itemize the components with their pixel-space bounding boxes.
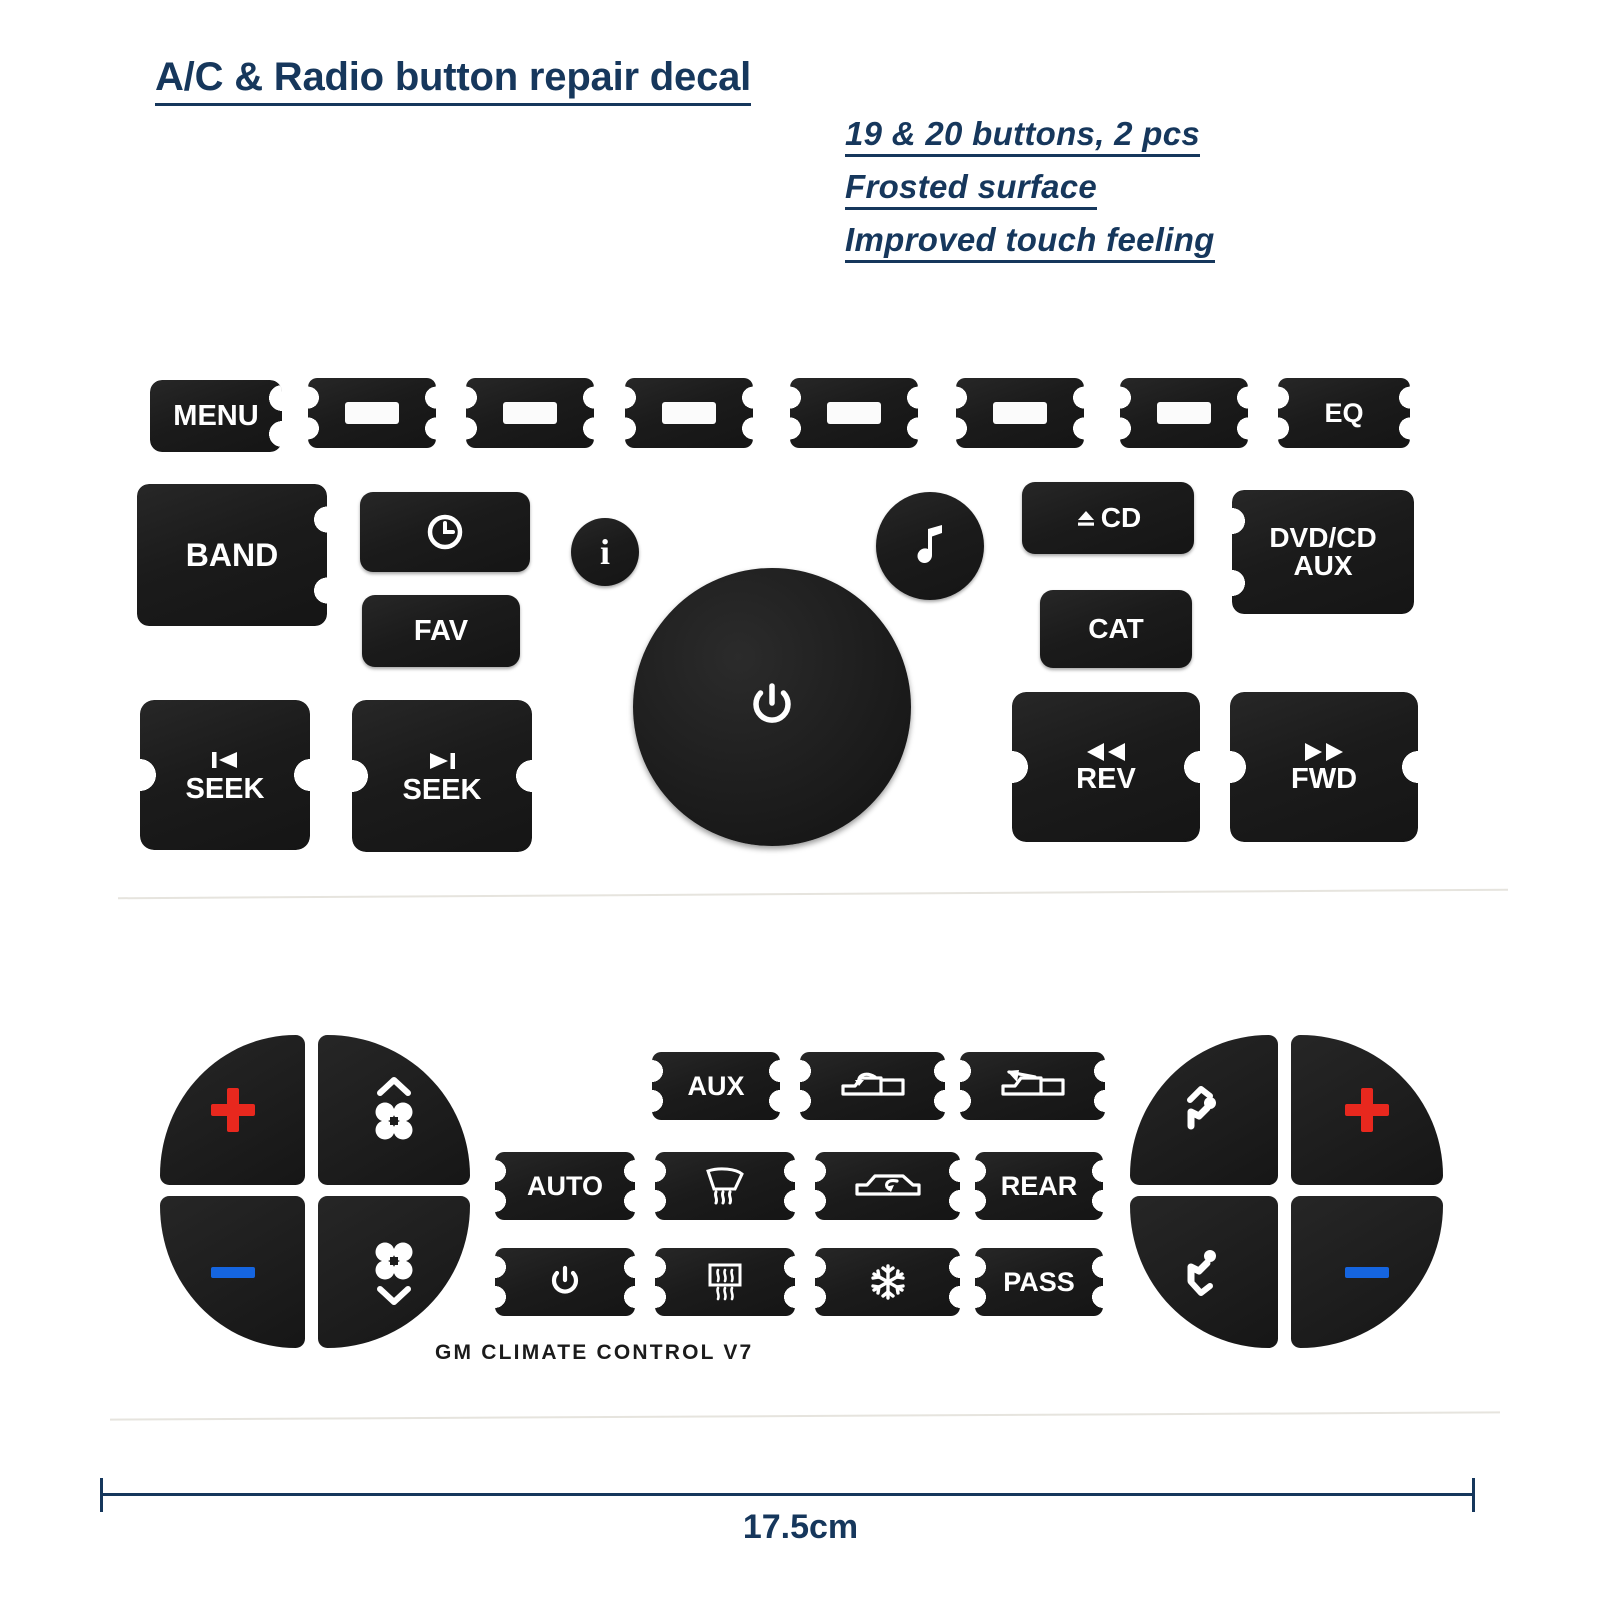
eq-label: EQ [1324, 397, 1364, 428]
climate-button-truck-recirculate[interactable] [800, 1052, 945, 1120]
climate-button-suv-recirculate[interactable] [815, 1152, 960, 1220]
climate-button-front-defrost[interactable] [655, 1152, 795, 1220]
cat-label: CAT [1088, 613, 1144, 644]
radio-button-cat[interactable]: CAT [1040, 590, 1192, 668]
suv-recirculate-icon [851, 1168, 925, 1204]
info-icon: i [599, 532, 610, 572]
aux-label: AUX [687, 1070, 745, 1101]
truck-fresh-air-icon [995, 1068, 1071, 1104]
climate-button-ac-snowflake[interactable] [815, 1248, 960, 1316]
seek-back-label: SEEK [185, 772, 265, 805]
radio-button-clock[interactable] [360, 492, 530, 572]
climate-button-pass[interactable]: PASS [975, 1248, 1103, 1316]
truck-recirculate-icon [835, 1068, 911, 1104]
fast-forward-icon [1299, 740, 1349, 764]
radio-preset-5[interactable] [956, 378, 1084, 448]
feature-line-3: Improved touch feeling [845, 221, 1215, 263]
cd-label: CD [1100, 502, 1142, 533]
radio-button-eq[interactable]: EQ [1278, 378, 1410, 448]
climate-right-temp-up[interactable] [1291, 1035, 1443, 1185]
radio-button-fwd[interactable]: FWD [1230, 692, 1418, 842]
radio-preset-2[interactable] [466, 378, 594, 448]
pass-label: PASS [1003, 1266, 1075, 1297]
clock-icon [425, 512, 465, 552]
climate-button-rear[interactable]: REAR [975, 1152, 1103, 1220]
front-defrost-icon [702, 1165, 748, 1207]
climate-right-seat-airflow-down[interactable] [1130, 1196, 1278, 1348]
radio-button-seek-back[interactable]: SEEK [140, 700, 310, 850]
dvd-label-line2: AUX [1293, 550, 1353, 581]
fwd-label: FWD [1290, 763, 1358, 795]
rewind-icon [1081, 740, 1131, 764]
seat-airflow-up-icon [1177, 1082, 1231, 1138]
minus-icon [210, 1266, 255, 1278]
radio-button-menu[interactable]: MENU [150, 380, 282, 452]
climate-button-aux[interactable]: AUX [652, 1052, 780, 1120]
preset-blank-icon [345, 402, 399, 424]
radio-button-eject-cd[interactable]: CD [1022, 482, 1194, 554]
seek-forward-label: SEEK [402, 773, 482, 806]
skip-back-icon [207, 747, 243, 773]
climate-left-fan-down[interactable] [318, 1196, 470, 1348]
power-icon [548, 1264, 582, 1300]
decal-sheet-edge-bottom [110, 1411, 1500, 1421]
plus-icon [210, 1088, 255, 1132]
dvd-label-line1: DVD/CD [1269, 522, 1377, 553]
radio-button-info[interactable]: i [571, 518, 639, 586]
minus-icon [1345, 1266, 1389, 1278]
climate-left-temp-down[interactable] [160, 1196, 305, 1348]
rear-label: REAR [1000, 1170, 1078, 1201]
rev-label: REV [1076, 763, 1136, 795]
radio-preset-6[interactable] [1120, 378, 1248, 448]
skip-forward-icon [424, 748, 460, 774]
climate-button-truck-fresh-air[interactable] [960, 1052, 1105, 1120]
climate-button-power[interactable] [495, 1248, 635, 1316]
eject-icon [1075, 507, 1097, 529]
climate-brand-label: GM CLIMATE CONTROL V7 [435, 1341, 754, 1364]
dimension-line [100, 1493, 1475, 1496]
radio-button-dvd-cd-aux[interactable]: DVD/CD AUX [1232, 490, 1414, 614]
auto-label: AUTO [526, 1170, 603, 1201]
radio-button-seek-forward[interactable]: SEEK [352, 700, 532, 852]
rear-defrost-icon [703, 1261, 747, 1303]
feature-line-2: Frosted surface [845, 168, 1098, 210]
preset-blank-icon [662, 402, 716, 424]
decal-sheet-edge-top [118, 888, 1508, 900]
preset-blank-icon [503, 402, 557, 424]
power-icon [747, 681, 797, 733]
radio-power-knob[interactable] [633, 568, 911, 846]
radio-button-rev[interactable]: REV [1012, 692, 1200, 842]
fav-label: FAV [413, 614, 469, 647]
radio-button-fav[interactable]: FAV [362, 595, 520, 667]
band-label: BAND [185, 537, 279, 573]
page-title: A/C & Radio button repair decal [155, 55, 751, 106]
seat-airflow-down-icon [1177, 1244, 1231, 1300]
climate-button-rear-defrost[interactable] [655, 1248, 795, 1316]
preset-blank-icon [827, 402, 881, 424]
preset-blank-icon [993, 402, 1047, 424]
climate-right-seat-airflow-up[interactable] [1130, 1035, 1278, 1185]
feature-line-1: 19 & 20 buttons, 2 pcs [845, 115, 1201, 157]
radio-button-music[interactable] [876, 492, 984, 600]
climate-button-auto[interactable]: AUTO [495, 1152, 635, 1220]
fan-up-icon [368, 1073, 420, 1147]
preset-blank-icon [1157, 402, 1211, 424]
dimension-label: 17.5cm [742, 1508, 859, 1546]
radio-preset-3[interactable] [625, 378, 753, 448]
snowflake-icon [868, 1262, 908, 1302]
plus-icon [1345, 1088, 1389, 1132]
fan-down-icon [368, 1235, 420, 1309]
menu-label: MENU [173, 399, 259, 432]
radio-preset-1[interactable] [308, 378, 436, 448]
climate-right-temp-down[interactable] [1291, 1196, 1443, 1348]
radio-preset-4[interactable] [790, 378, 918, 448]
radio-button-band[interactable]: BAND [137, 484, 327, 626]
music-note-icon [908, 523, 952, 569]
climate-left-temp-up[interactable] [160, 1035, 305, 1185]
climate-left-fan-up[interactable] [318, 1035, 470, 1185]
